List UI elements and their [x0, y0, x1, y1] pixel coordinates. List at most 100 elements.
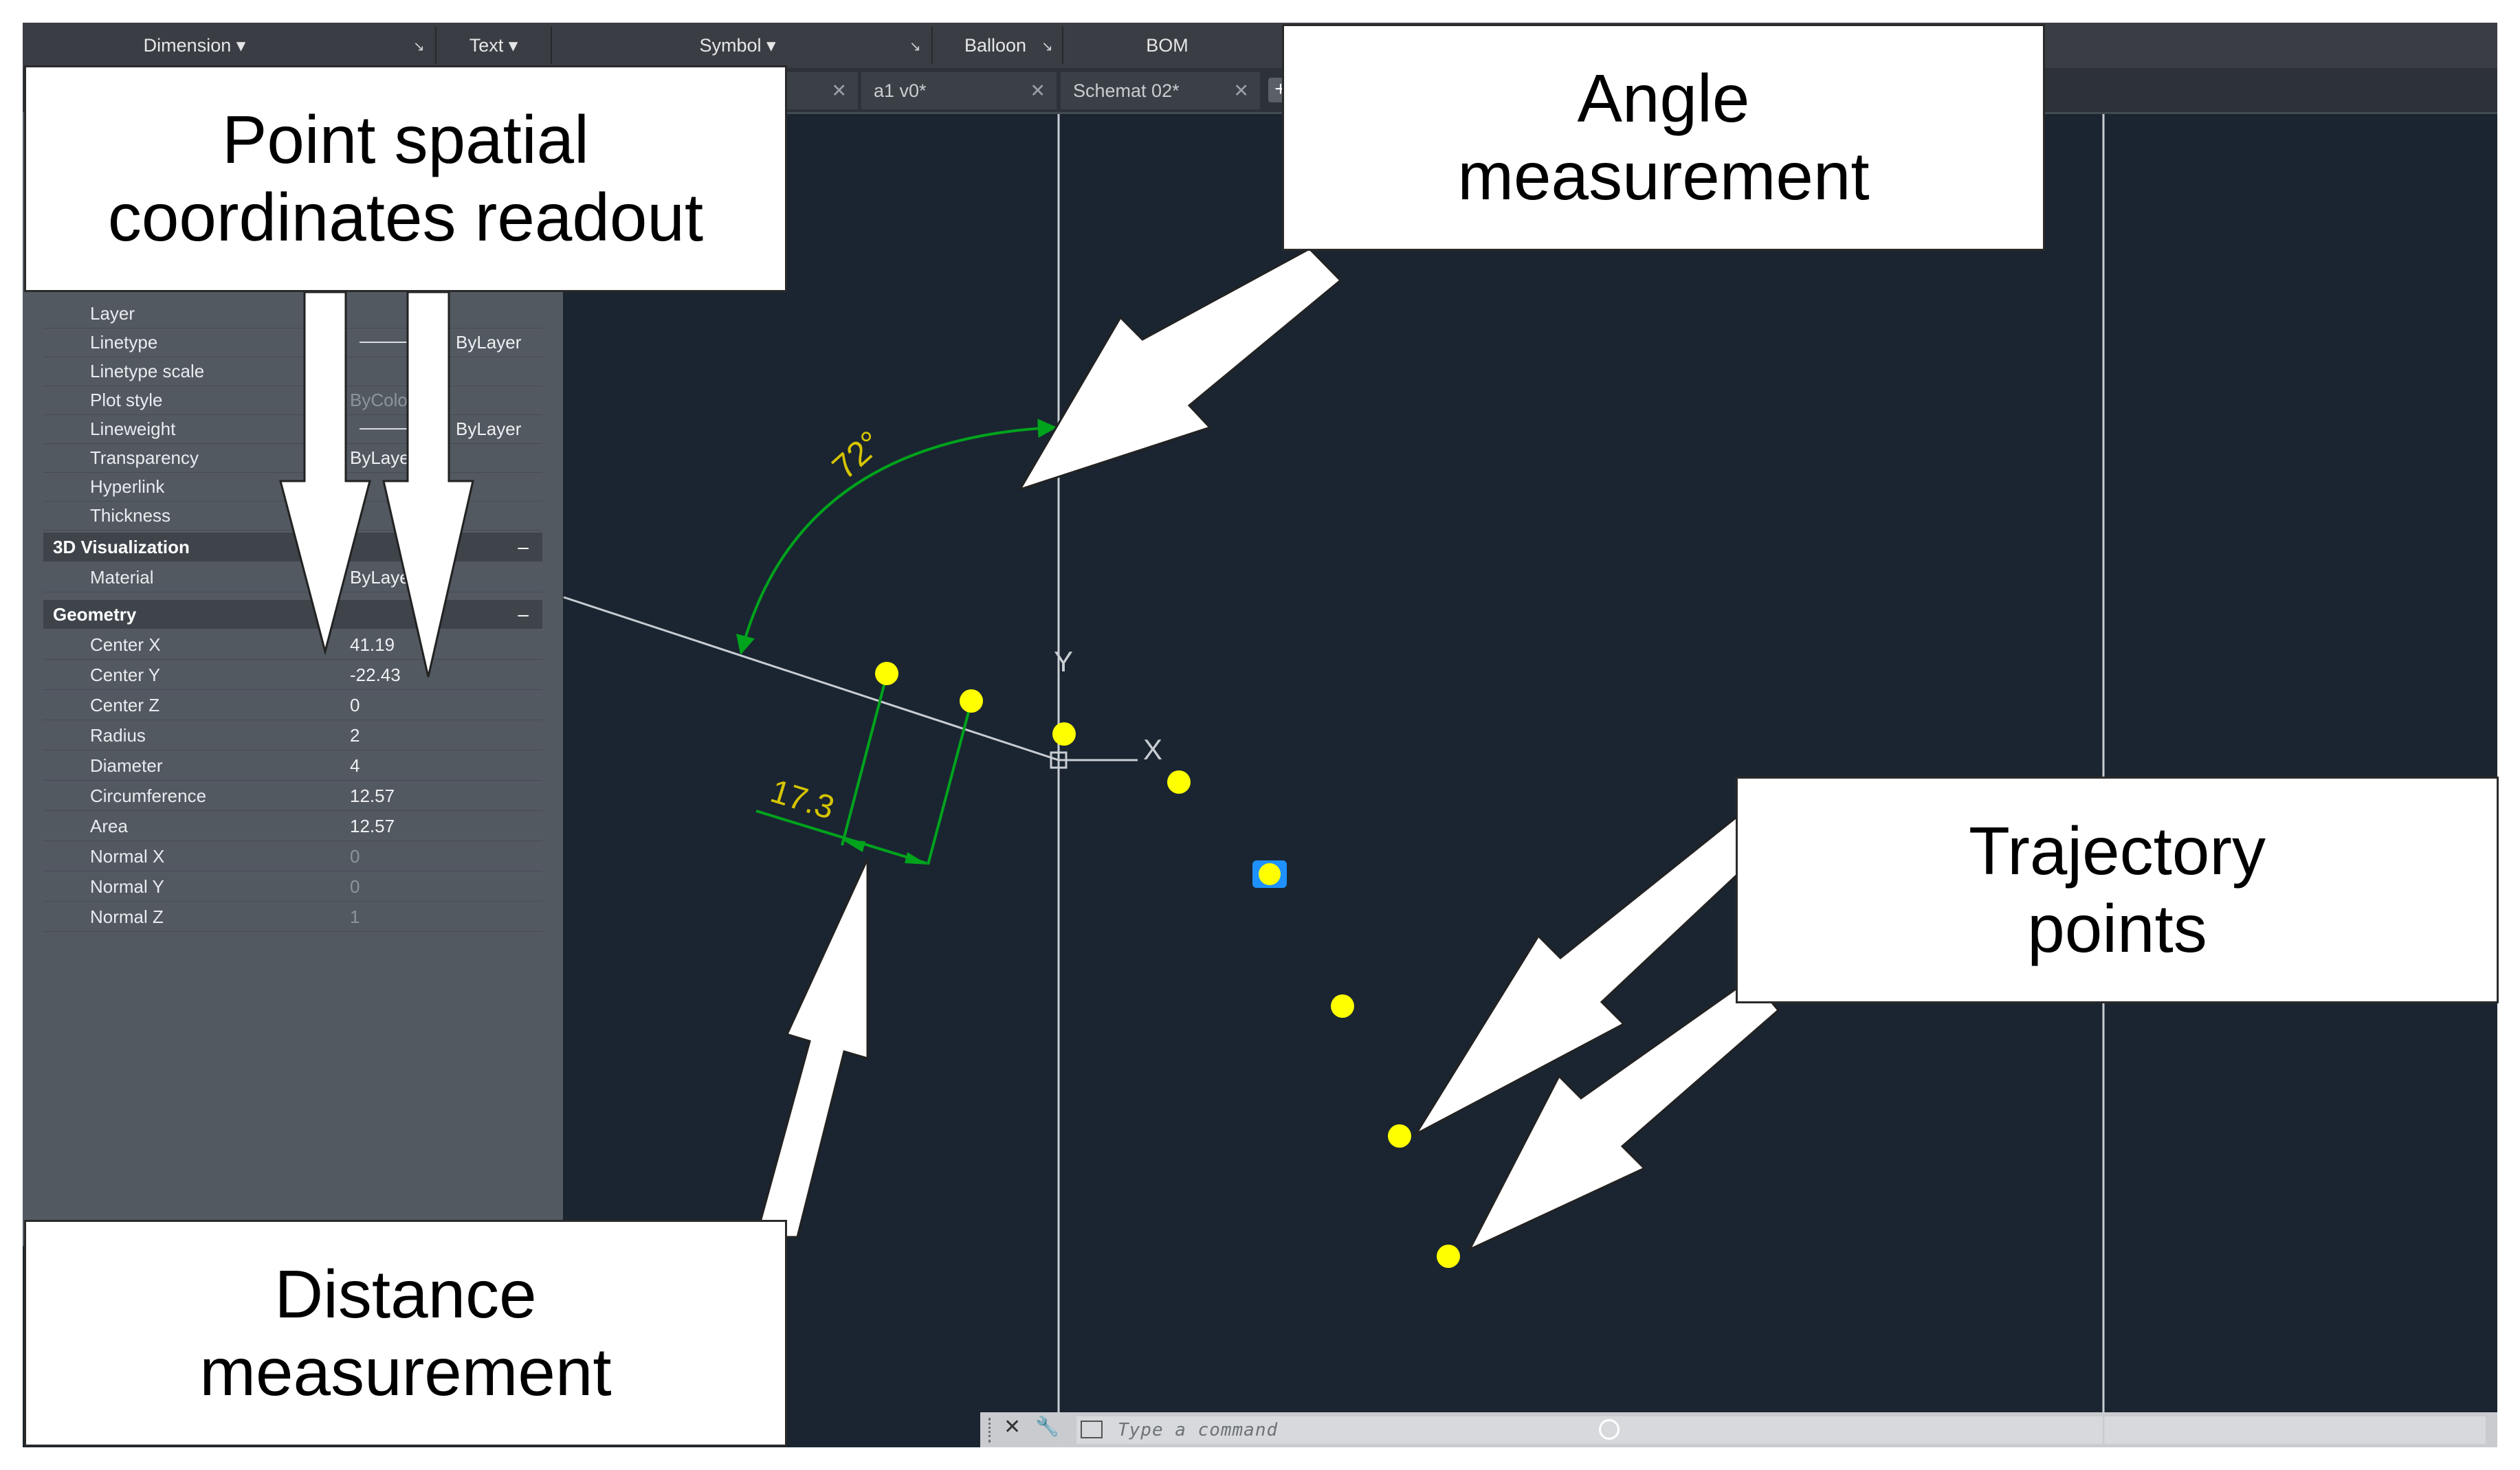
close-icon[interactable]: ✕: [1030, 80, 1046, 101]
ribbon-separator: [551, 27, 552, 64]
property-label: Center X: [90, 634, 161, 655]
trajectory-point-selected[interactable]: [1259, 863, 1281, 885]
property-label: Linetype: [90, 332, 158, 353]
property-row-lineweight[interactable]: Lineweight ByLayer: [43, 414, 542, 444]
property-label: Normal Z: [90, 906, 164, 927]
command-prompt-icon[interactable]: [1081, 1421, 1103, 1438]
tab-hidden[interactable]: ✕: [779, 72, 858, 109]
property-value: ByLayer: [456, 332, 522, 353]
property-label: Hyperlink: [90, 476, 165, 497]
section-title: 3D Visualization: [53, 537, 190, 557]
property-value: ByLayer: [456, 419, 522, 439]
panel-expand-icon[interactable]: ↘: [909, 39, 921, 54]
ribbon-balloon-label: Balloon: [964, 35, 1027, 56]
wrench-icon[interactable]: 🔧: [1035, 1416, 1059, 1437]
panel-expand-icon[interactable]: ↘: [1041, 39, 1053, 54]
ribbon-separator: [931, 27, 933, 64]
callout-trajectory: Trajectory points: [1736, 777, 2499, 1003]
property-label: Diameter: [90, 755, 163, 776]
property-label: Center Z: [90, 695, 160, 715]
ribbon-symbol[interactable]: Symbol ▾: [669, 23, 806, 68]
trajectory-point[interactable]: [960, 689, 983, 713]
ribbon-dimension-label: Dimension: [143, 35, 232, 56]
close-icon[interactable]: ✕: [831, 80, 847, 101]
ribbon-bom[interactable]: BOM: [1123, 23, 1212, 68]
callout-distance-text: Distance measurement: [199, 1256, 612, 1410]
property-value: 0: [350, 846, 360, 867]
angle-reference-line: [563, 596, 1059, 761]
circle-icon[interactable]: [1599, 1419, 1620, 1440]
section-3d-visualization[interactable]: 3D Visualization –: [43, 533, 542, 561]
property-row-diameter[interactable]: Diameter 4: [43, 751, 542, 781]
property-label: Center Y: [90, 665, 161, 685]
arrow-coords-1: [279, 291, 371, 656]
command-input[interactable]: Type a command: [1076, 1416, 2486, 1444]
trajectory-point[interactable]: [1437, 1245, 1460, 1268]
chevron-down-icon: ▾: [766, 35, 776, 56]
callout-angle-text: Angle measurement: [1457, 60, 1870, 214]
panel-expand-icon[interactable]: ↘: [413, 39, 425, 54]
property-label: Circumference: [90, 786, 207, 806]
property-label: Radius: [90, 725, 146, 746]
property-row-thickness[interactable]: Thickness: [43, 501, 542, 531]
callout-coordinates-text: Point spatial coordinates readout: [107, 102, 704, 255]
callout-distance: Distance measurement: [24, 1220, 787, 1447]
distance-extension-line-1: [841, 674, 888, 846]
angle-dimension-text[interactable]: 72°: [825, 423, 889, 487]
section-title: Geometry: [53, 604, 137, 625]
collapse-icon[interactable]: –: [518, 536, 529, 557]
ribbon-dimension[interactable]: Dimension ▾: [126, 23, 263, 68]
property-label: Lineweight: [90, 419, 176, 439]
close-icon[interactable]: ✕: [1004, 1416, 1021, 1438]
property-row-center-y[interactable]: Center Y-22.43: [43, 660, 542, 690]
property-row-linetype[interactable]: Linetype ByLayer: [43, 328, 542, 357]
angle-dimension-arc[interactable]: [736, 419, 1057, 655]
property-label: Transparency: [90, 447, 199, 468]
grip-handle[interactable]: [988, 1418, 999, 1443]
callout-coordinates: Point spatial coordinates readout: [24, 65, 787, 292]
trajectory-point[interactable]: [1331, 994, 1354, 1018]
arrow-coords-2: [382, 291, 474, 678]
tab-label: a1 v0*: [874, 80, 927, 101]
distance-dimension-line[interactable]: [755, 810, 927, 865]
ribbon-balloon[interactable]: Balloon: [944, 23, 1047, 68]
tab-a1[interactable]: a1 v0* ✕: [861, 72, 1057, 109]
trajectory-point[interactable]: [1167, 770, 1191, 794]
distance-extension-line-2: [927, 701, 973, 865]
ribbon-text[interactable]: Text ▾: [449, 23, 538, 68]
property-label: Material: [90, 567, 154, 588]
ribbon-separator: [435, 27, 436, 64]
property-value: 4: [350, 755, 360, 776]
trajectory-point[interactable]: [1388, 1124, 1411, 1148]
distance-arrow-start: [842, 840, 865, 852]
ribbon-symbol-label: Symbol: [699, 35, 762, 56]
property-label: Area: [90, 816, 128, 836]
property-row-layer[interactable]: Layer: [43, 299, 542, 328]
collapse-icon[interactable]: –: [518, 603, 529, 625]
ribbon-text-label: Text: [469, 35, 504, 56]
arrow-distance: [755, 858, 869, 1238]
property-row-linetype-scale[interactable]: Linetype scale: [43, 357, 542, 386]
trajectory-point[interactable]: [1052, 722, 1076, 746]
ribbon-separator: [1062, 27, 1063, 64]
property-label: Linetype scale: [90, 361, 205, 381]
section-geometry[interactable]: Geometry –: [43, 600, 542, 629]
distance-arrow-end: [905, 852, 928, 865]
close-icon[interactable]: ✕: [1233, 80, 1249, 101]
tab-schemat[interactable]: Schemat 02*✕: [1061, 72, 1260, 109]
ribbon-bar: Dimension ▾ ↘ Text ▾ Symbol ▾ ↘ Balloon …: [23, 23, 2497, 69]
trajectory-point[interactable]: [875, 662, 898, 685]
